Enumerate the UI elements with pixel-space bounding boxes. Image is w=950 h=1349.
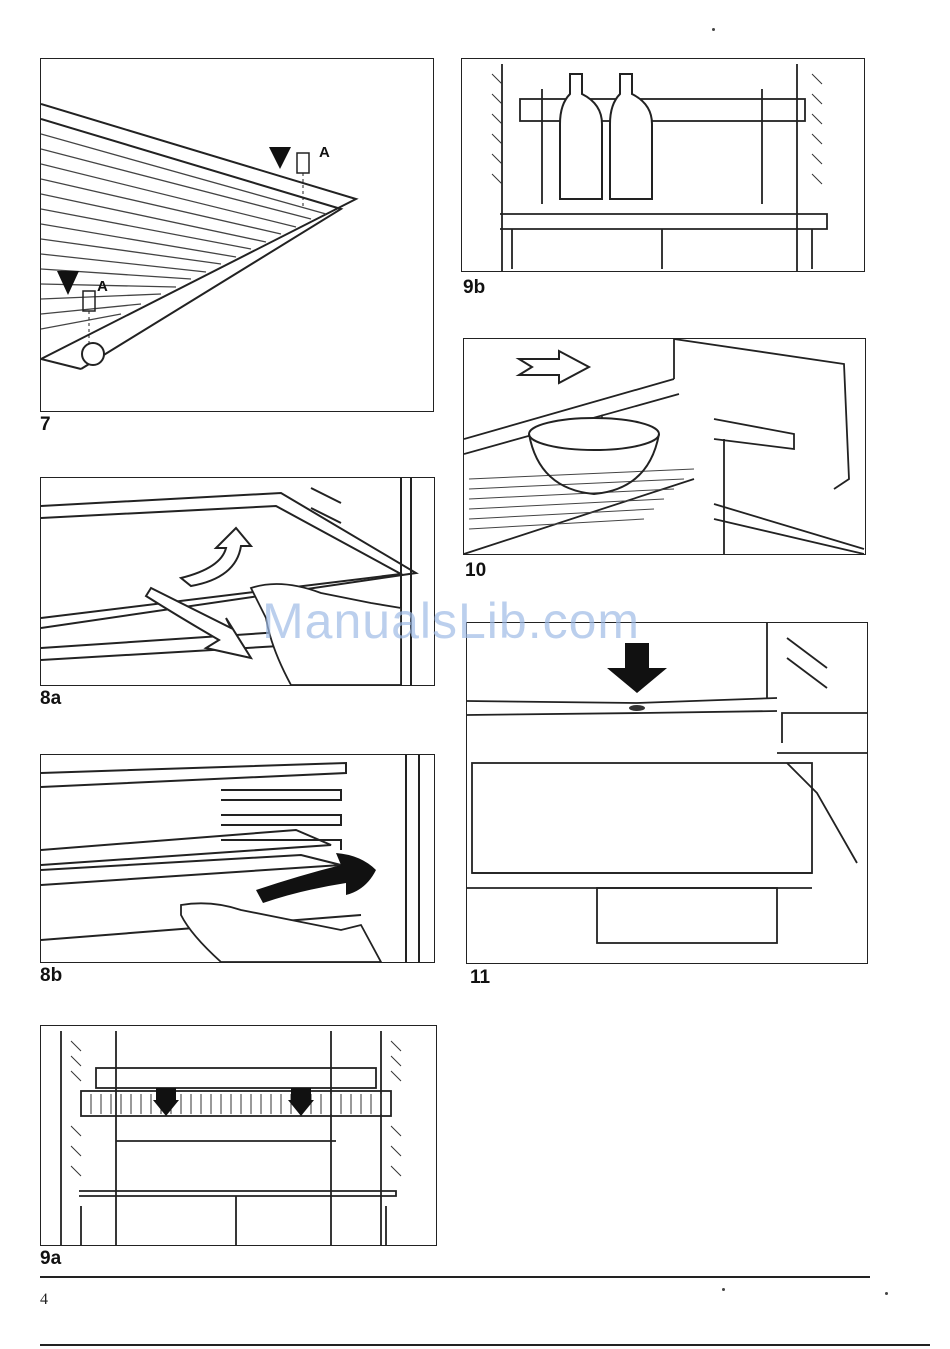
curved-arrow-icon — [256, 853, 376, 903]
figure-7-shelf-edge: A A — [40, 58, 434, 412]
bottle-illustration — [560, 74, 602, 199]
figure-10-water-bowl — [463, 338, 866, 555]
arrow-down-icon — [269, 147, 291, 169]
label-a-right: A — [319, 144, 330, 161]
arrow-down-icon — [291, 1088, 311, 1102]
figure-8a-lift-shelf — [40, 477, 435, 686]
drain-hole-marker — [629, 705, 645, 711]
figure-9a-caption: 9a — [40, 1249, 61, 1268]
figure-8b-slide-shelf — [40, 754, 435, 963]
curved-arrow-up-icon — [181, 528, 251, 586]
figure-8b-caption: 8b — [40, 966, 62, 985]
arrow-down-icon — [607, 643, 667, 693]
figure-9b-drawing — [462, 59, 864, 271]
arrow-right-icon — [519, 351, 589, 383]
figure-7-drawing: A A — [41, 59, 433, 411]
figure-11-caption: 11 — [470, 968, 490, 987]
figure-10-caption: 10 — [465, 561, 486, 580]
speck — [722, 1288, 725, 1291]
figure-11-drain-hole — [466, 622, 868, 964]
speck — [712, 28, 715, 31]
figure-7-caption: 7 — [40, 415, 51, 434]
figure-9b-bottle-shelf — [461, 58, 865, 272]
speck — [885, 1292, 888, 1295]
footer-rule — [40, 1276, 870, 1278]
figure-8b-drawing — [41, 755, 434, 962]
figure-9b-caption: 9b — [463, 278, 485, 297]
label-a-left: A — [97, 278, 108, 295]
bottle-illustration — [610, 74, 652, 199]
page-number: 4 — [40, 1291, 48, 1309]
arrow-down-icon — [57, 271, 79, 295]
arrow-down-icon — [156, 1088, 176, 1102]
figure-11-drawing — [467, 623, 867, 963]
bottom-rule — [40, 1344, 930, 1346]
figure-9a-drawing — [41, 1026, 436, 1245]
hand-illustration — [181, 903, 381, 962]
watermark: ManualsLib.com — [262, 592, 640, 650]
figure-9a-shelf-rails — [40, 1025, 437, 1246]
bowl-illustration — [529, 418, 659, 450]
figure-8a-drawing — [41, 478, 434, 685]
figure-10-drawing — [464, 339, 865, 554]
figure-8a-caption: 8a — [40, 689, 61, 708]
